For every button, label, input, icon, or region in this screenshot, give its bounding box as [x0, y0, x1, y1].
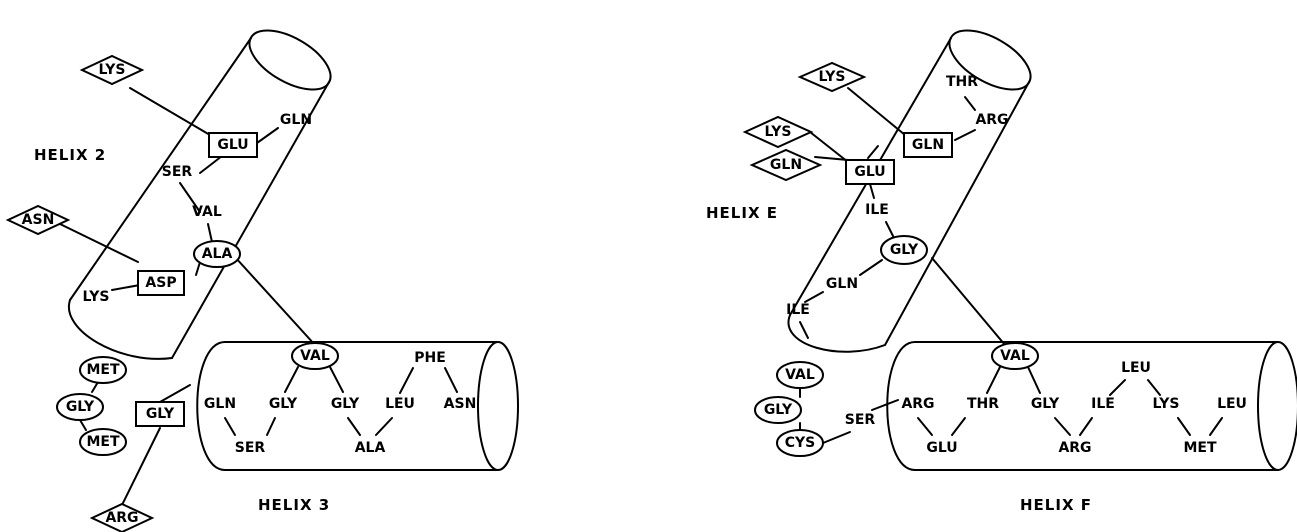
residue-arg: ARG — [975, 112, 1008, 128]
residue-leu-h3: LEU — [385, 396, 415, 412]
residue-glu: GLU — [217, 137, 248, 153]
residue-arg-f-low: ARG — [1058, 440, 1091, 456]
right-panel: LYS THR ARG LYS GLN GLN GLU ILE GLY GLN … — [706, 18, 1297, 514]
residue-lys-top: LYS — [99, 62, 126, 78]
residue-gly-loop: GLY — [764, 402, 793, 418]
residue-asn-h3: ASN — [444, 396, 477, 412]
residue-asn: ASN — [22, 212, 55, 228]
residue-gly-f: GLY — [1031, 396, 1060, 412]
residue-lys-top: LYS — [819, 69, 846, 85]
residue-val-upper: VAL — [192, 204, 222, 220]
residue-arg: ARG — [105, 510, 138, 526]
residue-ser-h3: SER — [235, 440, 266, 456]
residue-thr: THR — [946, 74, 978, 90]
residue-gln-h3: GLN — [204, 396, 236, 412]
residue-ala-contact: ALA — [202, 246, 233, 262]
residue-ile-lower: ILE — [786, 302, 810, 318]
residue-asp: ASP — [145, 275, 176, 291]
right-residue-labels: LYS THR ARG LYS GLN GLN GLU ILE GLY GLN … — [764, 69, 1247, 456]
residue-gln: GLN — [280, 112, 312, 128]
residue-glu-box: GLU — [854, 164, 885, 180]
residue-ala-h3: ALA — [355, 440, 386, 456]
residue-phe: PHE — [414, 350, 446, 366]
residue-lys-f: LYS — [1153, 396, 1180, 412]
residue-arg-f: ARG — [901, 396, 934, 412]
residue-ile-upper: ILE — [865, 202, 889, 218]
helix-e-label: HELIX E — [706, 204, 778, 222]
residue-gln-box: GLN — [912, 137, 944, 153]
right-bonds — [800, 88, 1222, 443]
residue-val-contact: VAL — [1000, 348, 1030, 364]
residue-met-1: MET — [86, 362, 119, 378]
residue-gly-box: GLY — [146, 406, 175, 422]
residue-lys-lower: LYS — [83, 289, 110, 305]
helix-3-label: HELIX 3 — [258, 496, 330, 514]
left-residue-labels: LYS GLN GLU SER VAL ASN ALA ASP LYS MET … — [22, 62, 477, 526]
residue-leu-f: LEU — [1217, 396, 1247, 412]
left-panel: LYS GLN GLU SER VAL ASN ALA ASP LYS MET … — [8, 18, 518, 532]
residue-ile-f: ILE — [1091, 396, 1115, 412]
residue-cys-loop: CYS — [785, 435, 816, 451]
residue-gly-h3-b: GLY — [331, 396, 360, 412]
residue-met-f: MET — [1183, 440, 1216, 456]
residue-ser-link: SER — [845, 412, 876, 428]
residue-gln-mid: GLN — [826, 276, 858, 292]
residue-met-2: MET — [86, 434, 119, 450]
residue-thr-f: THR — [967, 396, 999, 412]
residue-glu-f: GLU — [926, 440, 957, 456]
residue-gly-contact: GLY — [890, 242, 919, 258]
residue-lys-mid: LYS — [765, 124, 792, 140]
residue-gly-h3-a: GLY — [269, 396, 298, 412]
residue-val-loop: VAL — [785, 367, 815, 383]
helix-2-label: HELIX 2 — [34, 146, 106, 164]
residue-ser: SER — [162, 164, 193, 180]
residue-val-contact: VAL — [300, 348, 330, 364]
helix-f-label: HELIX F — [1020, 496, 1092, 514]
residue-leu-top: LEU — [1121, 360, 1151, 376]
residue-gly-loop: GLY — [66, 399, 95, 415]
residue-gln-diamond: GLN — [770, 157, 802, 173]
